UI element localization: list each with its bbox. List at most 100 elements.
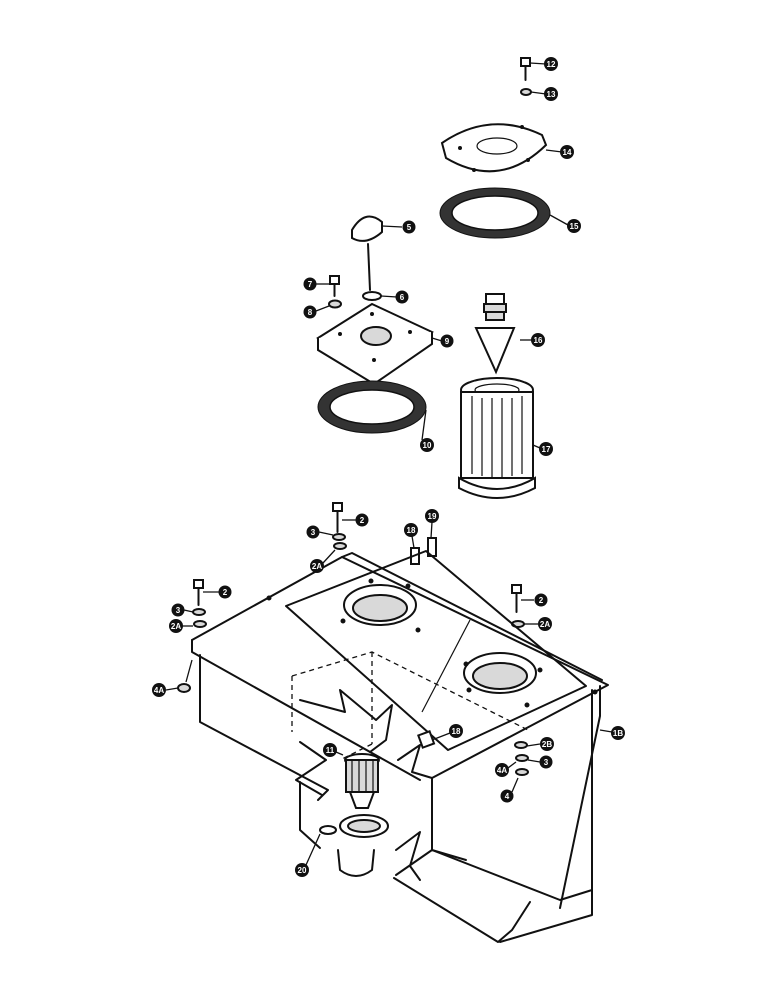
callout-tags: 12 13 14 15 5 7 6 8 9 16 10 17 3 2 2A 18 19 2 3 2A 2 2A 4A 18 1B… bbox=[152, 57, 625, 877]
tank-bolt-rear bbox=[332, 502, 347, 550]
callout-circle bbox=[306, 525, 320, 539]
callout-label: 4 bbox=[505, 792, 510, 801]
callout-label: 13 bbox=[547, 90, 556, 99]
callout-circle bbox=[449, 724, 463, 738]
left-locknut bbox=[177, 683, 191, 693]
tank-bolt-right bbox=[511, 584, 525, 628]
callout-c18a: 18 bbox=[404, 523, 418, 537]
callout-circle bbox=[169, 619, 183, 633]
callout-c8: 8 bbox=[303, 305, 317, 319]
callout-circle bbox=[567, 219, 581, 233]
callout-c3b: 3 bbox=[171, 603, 185, 617]
callout-circle bbox=[440, 334, 454, 348]
callout-circle bbox=[611, 726, 625, 740]
callout-circle bbox=[544, 87, 558, 101]
callout-label: 4A bbox=[154, 686, 164, 695]
callout-c2Aa: 2A bbox=[310, 559, 324, 573]
plate-lockwasher bbox=[328, 299, 342, 309]
callout-c2b: 2 bbox=[218, 585, 232, 599]
callout-c18b: 18 bbox=[449, 724, 463, 738]
callout-c20: 20 bbox=[295, 863, 309, 877]
callout-label: 8 bbox=[308, 308, 313, 317]
callout-c4: 4 bbox=[500, 789, 514, 803]
callout-c2c: 2 bbox=[534, 593, 548, 607]
callout-label: 3 bbox=[544, 758, 549, 767]
cover-bolt bbox=[520, 57, 531, 81]
callout-c2Ab: 2A bbox=[169, 619, 183, 633]
callout-label: 2A bbox=[312, 562, 322, 571]
callout-label: 14 bbox=[563, 148, 572, 157]
callout-circle bbox=[495, 763, 509, 777]
callout-circle bbox=[539, 442, 553, 456]
callout-circle bbox=[540, 737, 554, 751]
plate-gasket bbox=[317, 380, 427, 434]
callout-c4Ab: 4A bbox=[495, 763, 509, 777]
callout-circle bbox=[171, 603, 185, 617]
callout-label: 2 bbox=[223, 588, 228, 597]
callout-circle bbox=[402, 220, 416, 234]
callout-label: 9 bbox=[445, 337, 450, 346]
callout-c3a: 3 bbox=[306, 525, 320, 539]
callout-circle bbox=[538, 617, 552, 631]
callout-c9: 9 bbox=[440, 334, 454, 348]
callout-c5: 5 bbox=[402, 220, 416, 234]
callout-circle bbox=[152, 683, 166, 697]
filler-cap bbox=[351, 215, 383, 291]
callout-c11: 11 bbox=[323, 743, 337, 757]
callout-label: 1B bbox=[613, 729, 623, 738]
callout-label: 16 bbox=[534, 336, 543, 345]
callout-circle bbox=[323, 743, 337, 757]
callout-label: 17 bbox=[542, 445, 551, 454]
callout-label: 2 bbox=[360, 516, 365, 525]
callout-label: 3 bbox=[176, 606, 181, 615]
callout-c13: 13 bbox=[544, 87, 558, 101]
callout-circle bbox=[355, 513, 369, 527]
filter-element bbox=[458, 377, 536, 499]
callout-c15: 15 bbox=[567, 219, 581, 233]
callout-c6a: 6 bbox=[395, 290, 409, 304]
callout-label: 3 bbox=[311, 528, 316, 537]
callout-c14: 14 bbox=[560, 145, 574, 159]
callout-circle bbox=[303, 305, 317, 319]
callout-group bbox=[165, 62, 613, 866]
callout-label: 15 bbox=[570, 222, 579, 231]
callout-c4A: 4A bbox=[152, 683, 166, 697]
callout-circle bbox=[534, 593, 548, 607]
callout-c19: 19 bbox=[425, 509, 439, 523]
callout-label: 10 bbox=[423, 441, 432, 450]
tank-bolt-left bbox=[192, 579, 207, 628]
callout-c2a: 2 bbox=[355, 513, 369, 527]
cover-plate bbox=[440, 123, 548, 173]
callout-label: 2A bbox=[171, 622, 181, 631]
callout-circle bbox=[531, 333, 545, 347]
filter-spring bbox=[474, 293, 516, 375]
callout-label: 2 bbox=[539, 596, 544, 605]
callout-c2Ac: 2A bbox=[538, 617, 552, 631]
callout-circle bbox=[303, 277, 317, 291]
callout-circle bbox=[420, 438, 434, 452]
callout-label: 2B bbox=[542, 740, 552, 749]
hydraulic-tank bbox=[191, 550, 609, 943]
callout-c16: 16 bbox=[531, 333, 545, 347]
callout-circle bbox=[560, 145, 574, 159]
callout-label: 11 bbox=[326, 746, 335, 755]
oring bbox=[362, 291, 382, 301]
cover-lockwasher bbox=[520, 88, 532, 96]
callout-circle bbox=[544, 57, 558, 71]
callout-label: 18 bbox=[407, 526, 416, 535]
callout-label: 19 bbox=[428, 512, 437, 521]
callout-c3c: 3 bbox=[539, 755, 553, 769]
callout-circle bbox=[539, 755, 553, 769]
callout-label: 20 bbox=[298, 866, 307, 875]
callout-c7: 7 bbox=[303, 277, 317, 291]
callout-circle bbox=[295, 863, 309, 877]
callout-c12: 12 bbox=[544, 57, 558, 71]
callout-label: 7 bbox=[308, 280, 313, 289]
callout-c17: 17 bbox=[539, 442, 553, 456]
plate-bolt bbox=[329, 275, 340, 297]
callout-label: 4A bbox=[497, 766, 507, 775]
callout-label: 12 bbox=[547, 60, 556, 69]
callout-c1B: 1B bbox=[611, 726, 625, 740]
callout-circle bbox=[500, 789, 514, 803]
callout-circle bbox=[218, 585, 232, 599]
